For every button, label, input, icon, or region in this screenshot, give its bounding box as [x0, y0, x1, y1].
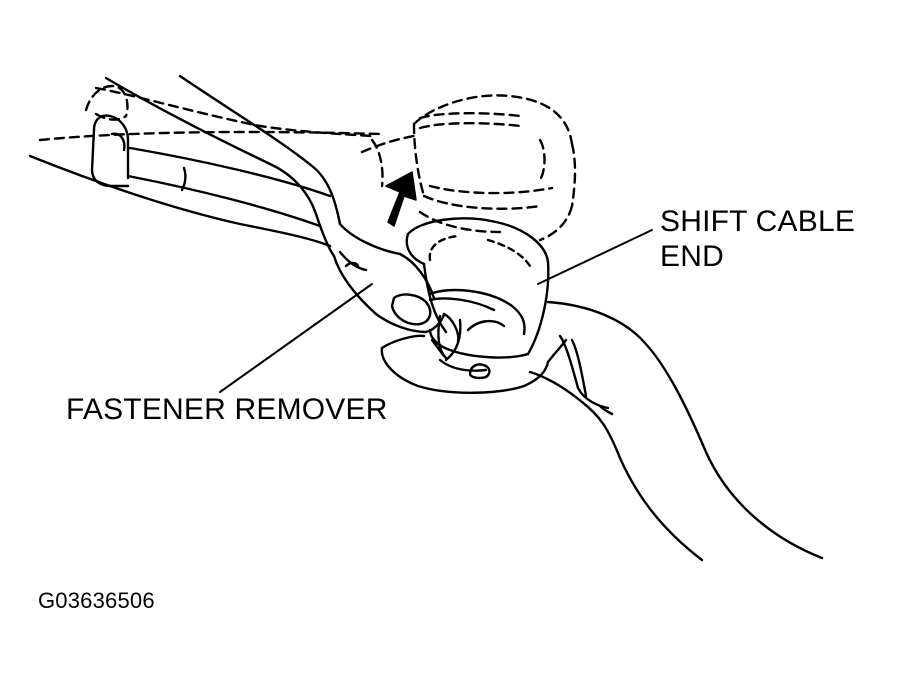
shift-cable-end-label-line1: SHIFT CABLE — [660, 205, 856, 238]
shift-cable-end-label: SHIFT CABLE END — [660, 204, 855, 275]
removed-cable-end-outline — [360, 94, 577, 242]
shift-cable-end — [405, 217, 550, 362]
fastener-remover-label: FASTENER REMOVER — [66, 393, 388, 426]
fastener-remover-leader — [219, 283, 373, 393]
figure-id: G03636506 — [38, 588, 155, 613]
raised-remover-outline — [38, 84, 382, 142]
shift-cable-end-leader — [537, 229, 653, 285]
tool-shaft — [90, 114, 332, 228]
shift-cable-end-label-line2: END — [660, 240, 724, 274]
shift-lever — [528, 300, 824, 562]
lift-direction-arrow — [385, 171, 417, 227]
mounting-cup — [380, 334, 568, 394]
fastener-remover-tool — [28, 74, 460, 358]
